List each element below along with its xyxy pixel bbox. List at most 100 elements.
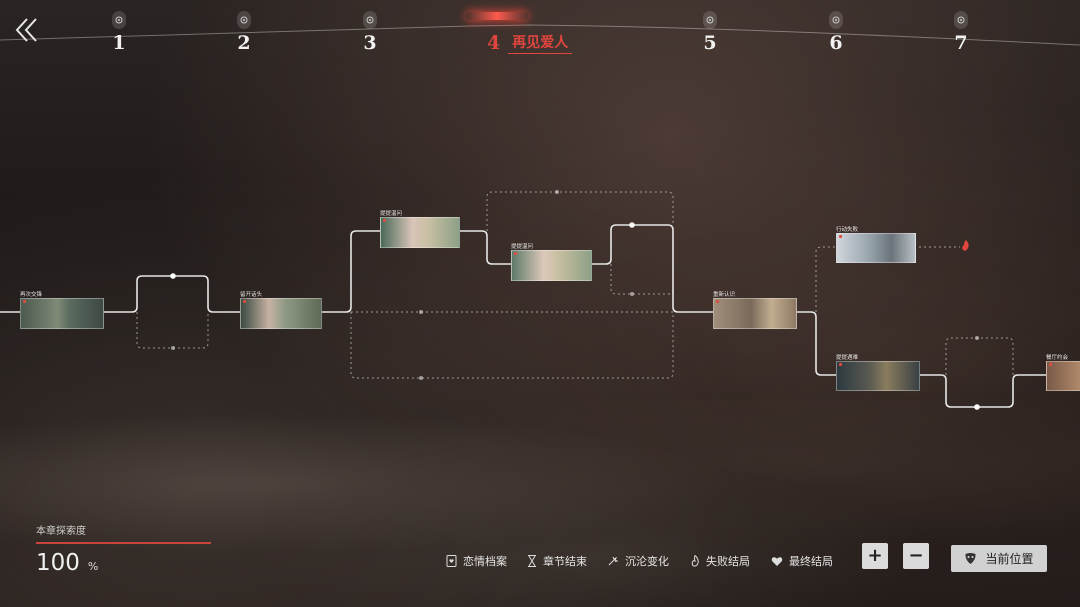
small-dot — [419, 310, 423, 314]
progress-label: 本章探索度 — [36, 526, 86, 537]
legend-item-final-ending: 最终结局 — [771, 553, 833, 569]
legend-item-failure-ending: 失败结局 — [690, 553, 750, 569]
current-position-label: 当前位置 — [985, 552, 1034, 566]
node-badge — [514, 252, 517, 255]
node-label: 留开话头 — [240, 292, 263, 298]
node-badge — [383, 219, 386, 222]
node-thumbnail — [20, 298, 104, 329]
chapter-tab-7[interactable]: 7 — [946, 10, 976, 54]
chapter-title: 再见爱人 — [508, 32, 573, 54]
chapter-tab-5[interactable]: 5 — [695, 10, 725, 54]
chapter-exploration-progress: 本章探索度 100% — [36, 522, 236, 576]
zoom-out-button[interactable]: − — [903, 543, 929, 569]
sparkle-icon — [608, 556, 619, 566]
path-d — [590, 224, 713, 313]
eye-icon — [829, 11, 843, 29]
background-debris — [0, 400, 1080, 607]
dashed-loop-3 — [350, 312, 674, 379]
legend-label: 章节结束 — [543, 555, 587, 568]
node-label: 重新认识 — [713, 292, 736, 298]
path-e — [795, 311, 836, 376]
progress-number: 100 — [36, 550, 80, 576]
progress-unit: % — [87, 560, 99, 573]
mask-icon — [965, 553, 977, 564]
eye-icon — [363, 11, 377, 29]
node-thumbnail — [1046, 361, 1080, 391]
dashed-loop-6 — [815, 246, 836, 312]
chapter-tab-2[interactable]: 2 — [229, 10, 259, 54]
back-button[interactable] — [14, 17, 40, 43]
node-badge — [243, 300, 246, 303]
chapter-number: 2 — [237, 32, 251, 54]
path-c — [458, 230, 511, 265]
dashed-loop-4 — [486, 191, 674, 231]
junction-dot — [629, 222, 635, 228]
dashed-loop-5 — [610, 264, 674, 295]
small-dot — [975, 336, 979, 340]
chapter-number: 5 — [703, 32, 717, 54]
chapter-number: 1 — [112, 32, 126, 54]
eye-icon — [237, 11, 251, 29]
progress-bar — [36, 542, 211, 544]
small-dot — [419, 376, 423, 380]
node-thumbnail — [380, 217, 460, 248]
node-badge — [716, 300, 719, 303]
zoom-in-button[interactable]: + — [862, 543, 888, 569]
legend-label: 最终结局 — [789, 555, 833, 568]
legend-label: 沉沦变化 — [625, 555, 669, 568]
dashed-loop-1 — [136, 312, 209, 349]
legend-item-sink-change: 沉沦变化 — [607, 553, 669, 569]
small-dot — [630, 292, 634, 296]
node-label: 餐厅约会 — [1046, 355, 1069, 361]
chapter-number: 4 — [487, 32, 501, 54]
chapter-tab-1[interactable]: 1 — [104, 10, 134, 54]
legend-item-romance-file: 恋情档案 — [446, 553, 507, 569]
chapter-tab-4[interactable]: 4 再见爱人 — [487, 30, 573, 54]
node-thumbnail — [836, 361, 920, 391]
junction-dot — [974, 404, 980, 410]
node-badge — [1049, 363, 1052, 366]
node-label: 提提遇难 — [836, 355, 859, 361]
node-badge — [839, 363, 842, 366]
node-label: 提提温问 — [511, 244, 534, 250]
chapter-tab-6[interactable]: 6 — [821, 10, 851, 54]
progress-bar-fill — [36, 542, 211, 544]
node-label: 再次交锋 — [20, 292, 43, 298]
small-dot — [171, 346, 175, 350]
node-thumbnail — [240, 298, 322, 329]
double-chevron-left-icon — [15, 18, 37, 42]
eye-icon — [112, 11, 126, 29]
legend-item-chapter-end: 章节结束 — [527, 553, 587, 569]
heart-icon — [771, 556, 783, 566]
junction-dot — [170, 273, 176, 279]
current-position-button[interactable]: 当前位置 — [951, 545, 1047, 572]
progress-value: 100% — [36, 550, 98, 576]
node-thumbnail — [713, 298, 797, 329]
chapter-timeline-line — [0, 24, 1080, 46]
node-label: 行动失败 — [836, 227, 859, 233]
path-b — [320, 230, 380, 313]
eye-icon — [954, 11, 968, 29]
eye-icon — [703, 11, 717, 29]
legend-label: 恋情档案 — [463, 555, 507, 568]
flame-icon — [691, 555, 699, 567]
active-chapter-glow — [466, 12, 528, 20]
chapter-number: 6 — [829, 32, 843, 54]
legend-label: 失败结局 — [706, 555, 750, 568]
node-thumbnail — [836, 233, 916, 263]
heart-file-icon — [446, 555, 457, 567]
node-badge — [839, 235, 842, 238]
path-f — [918, 374, 1046, 408]
node-thumbnail — [511, 250, 592, 281]
node-label: 提提温问 — [380, 211, 403, 217]
failure-end-flame-icon — [962, 240, 969, 251]
chapter-tab-3[interactable]: 3 — [355, 10, 385, 54]
chapter-number: 3 — [363, 32, 377, 54]
dashed-loop-8 — [945, 337, 1014, 375]
chapter-number: 7 — [954, 32, 968, 54]
node-badge — [23, 300, 26, 303]
small-dot — [555, 190, 559, 194]
hourglass-icon — [528, 555, 536, 567]
path-a — [102, 275, 240, 313]
